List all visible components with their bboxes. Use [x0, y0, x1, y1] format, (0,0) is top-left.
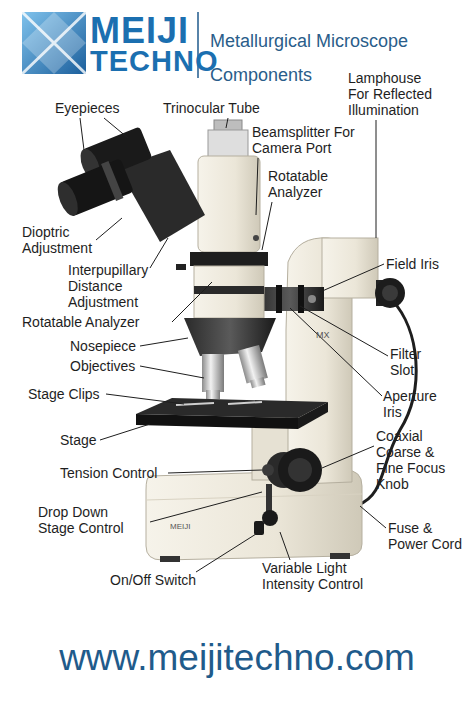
part-label: Beamsplitter For Camera Port: [252, 124, 370, 156]
part-label: Filter Slot: [390, 346, 442, 378]
part-label: Trinocular Tube: [163, 100, 260, 116]
logo-icon: [22, 12, 86, 74]
focus-controls: [262, 448, 322, 526]
brand-mark: MEIJI: [170, 522, 190, 531]
model-mark: MX: [316, 330, 330, 340]
part-label: Tension Control: [60, 465, 157, 481]
part-label: Coaxial Coarse & Fine Focus Knob: [376, 428, 456, 492]
trinocular-head: [198, 120, 260, 252]
part-label: Aperture Iris: [383, 388, 455, 420]
illuminator-tube: [256, 285, 324, 313]
header-title: Metallurgical Microscope Components: [210, 24, 460, 92]
website-caption: www.meijitechno.com: [0, 636, 474, 680]
part-label: On/Off Switch: [110, 572, 196, 588]
part-label: Stage: [60, 432, 97, 448]
part-label: Nosepiece: [70, 338, 136, 354]
analyzer-body: [176, 252, 268, 318]
part-label: Dioptric Adjustment: [22, 224, 112, 256]
logo-word: MEIJI: [90, 12, 189, 50]
part-label: Stage Clips: [28, 386, 100, 402]
part-label: Variable Light Intensity Control: [262, 560, 397, 592]
part-label: Fuse & Power Cord: [388, 520, 468, 552]
part-label: Rotatable Analyzer: [22, 314, 140, 330]
part-label: Eyepieces: [55, 100, 120, 116]
part-label: Interpupillary Distance Adjustment: [68, 262, 168, 310]
nosepiece: [184, 318, 276, 356]
logo-word: TECHNO: [90, 46, 218, 76]
eyepieces: [53, 126, 205, 242]
part-label: Field Iris: [386, 256, 439, 272]
stage: [136, 398, 328, 429]
microscope-base: [146, 470, 362, 562]
part-label: Lamphouse For Reflected Illumination: [348, 70, 442, 118]
part-label: Drop Down Stage Control: [38, 504, 142, 536]
part-label: Objectives: [70, 358, 135, 374]
part-label: Rotatable Analyzer: [268, 168, 348, 200]
objectives: [202, 345, 269, 399]
